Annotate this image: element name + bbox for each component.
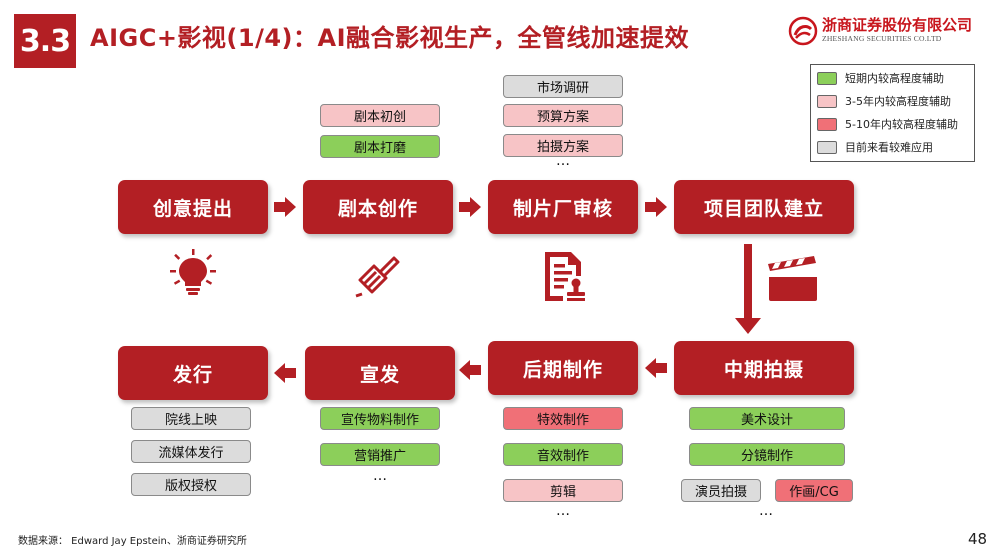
- arrow-left-icon: [274, 363, 296, 383]
- tag-shooting-plan: 拍摄方案: [503, 134, 623, 157]
- ellipsis: …: [556, 153, 571, 169]
- tag-streaming-release: 流媒体发行: [131, 440, 251, 463]
- tag-sound-effects: 音效制作: [503, 443, 623, 466]
- stage-script: 剧本创作: [303, 180, 453, 234]
- tag-art-design: 美术设计: [689, 407, 845, 430]
- tag-theatrical-release: 院线上映: [131, 407, 251, 430]
- arrow-left-icon: [459, 360, 481, 380]
- legend-label: 短期内较高程度辅助: [845, 72, 944, 85]
- legend-swatch-green: [817, 71, 837, 85]
- tag-script-polish: 剧本打磨: [320, 135, 440, 158]
- stage-shooting: 中期拍摄: [674, 341, 854, 395]
- clapperboard-icon: [768, 256, 817, 301]
- document-stamp-icon: [545, 252, 585, 301]
- tag-licensing: 版权授权: [131, 473, 251, 496]
- legend-label: 目前来看较难应用: [845, 141, 933, 154]
- legend: 短期内较高程度辅助 3-5年内较高程度辅助 5-10年内较高程度辅助 目前来看较…: [810, 64, 975, 162]
- company-logo: 浙商证券股份有限公司 ZHESHANG SECURITIES CO.LTD: [788, 14, 988, 54]
- company-logo-icon: [788, 16, 818, 46]
- tag-promo-materials: 宣传物料制作: [320, 407, 440, 430]
- tag-editing: 剪辑: [503, 479, 623, 502]
- legend-swatch-red: [817, 117, 837, 131]
- stage-post-production: 后期制作: [488, 341, 638, 395]
- tag-storyboard: 分镜制作: [689, 443, 845, 466]
- stage-team: 项目团队建立: [674, 180, 854, 234]
- tag-script-draft: 剧本初创: [320, 104, 440, 127]
- legend-swatch-gray: [817, 140, 837, 154]
- pen-paper-icon: [355, 256, 400, 298]
- arrow-right-icon: [274, 197, 296, 217]
- legend-label: 5-10年内较高程度辅助: [845, 118, 958, 131]
- tag-actor-shooting: 演员拍摄: [681, 479, 761, 502]
- ellipsis: …: [556, 503, 571, 519]
- stage-promotion: 宣发: [305, 346, 455, 400]
- arrow-left-icon: [645, 358, 667, 378]
- arrow-right-icon: [645, 197, 667, 217]
- legend-item: 5-10年内较高程度辅助: [817, 115, 958, 133]
- company-name-cn: 浙商证券股份有限公司: [822, 16, 973, 34]
- legend-label: 3-5年内较高程度辅助: [845, 95, 951, 108]
- lightbulb-icon: [170, 249, 216, 295]
- arrow-right-icon: [459, 197, 481, 217]
- legend-swatch-pink: [817, 94, 837, 108]
- page-title: AIGC+影视(1/4)：AI融合影视生产，全管线加速提效: [90, 24, 690, 52]
- stage-idea: 创意提出: [118, 180, 268, 234]
- tag-animation-cg: 作画/CG: [775, 479, 853, 502]
- legend-item: 3-5年内较高程度辅助: [817, 92, 951, 110]
- ellipsis: …: [759, 503, 774, 519]
- tag-vfx: 特效制作: [503, 407, 623, 430]
- stage-release: 发行: [118, 346, 268, 400]
- tag-market-research: 市场调研: [503, 75, 623, 98]
- tag-marketing: 营销推广: [320, 443, 440, 466]
- ellipsis: …: [373, 468, 388, 484]
- arrow-down-icon: [735, 244, 761, 334]
- legend-item: 目前来看较难应用: [817, 138, 933, 156]
- stage-review: 制片厂审核: [488, 180, 638, 234]
- company-name-en: ZHESHANG SECURITIES CO.LTD: [822, 34, 942, 43]
- page-number: 48: [968, 530, 988, 548]
- legend-item: 短期内较高程度辅助: [817, 69, 944, 87]
- data-source-note: 数据来源： Edward Jay Epstein、浙商证券研究所: [18, 536, 247, 547]
- section-number: 3.3: [14, 14, 76, 68]
- tag-budget-plan: 预算方案: [503, 104, 623, 127]
